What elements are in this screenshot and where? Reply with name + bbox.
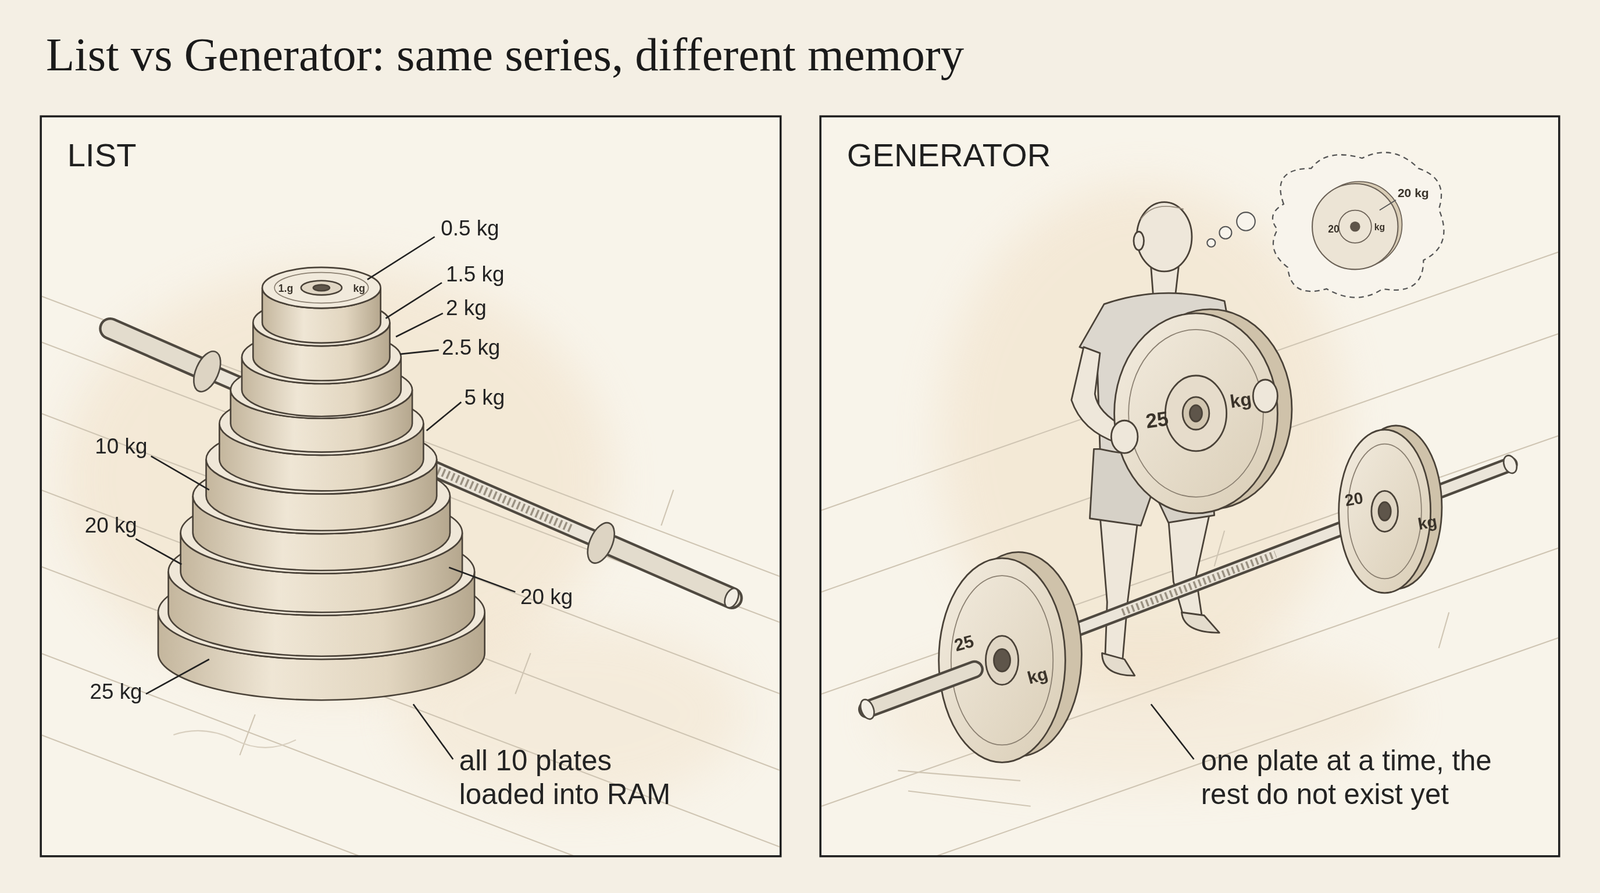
weight-callout: 2.5 kg xyxy=(441,335,500,361)
plate-marking: kg xyxy=(1416,512,1439,535)
weight-callout: 2 kg xyxy=(445,295,487,321)
plate-marking: 1.g xyxy=(278,282,294,295)
panel-box: LIST xyxy=(39,115,782,857)
plate-marking: 20 kg xyxy=(1397,185,1430,200)
diagram-title: List vs Generator: same series, differen… xyxy=(45,26,964,84)
weight-callout: 5 kg xyxy=(464,385,506,411)
annotation-note: all 10 plates loaded into RAM xyxy=(459,744,679,812)
weight-callout: 10 kg xyxy=(94,434,148,460)
weight-callout: 1.5 kg xyxy=(445,261,505,287)
plate-marking: 20 xyxy=(1327,223,1340,237)
plate-marking: 25 xyxy=(1144,406,1170,434)
plate-marking: kg xyxy=(1228,388,1253,414)
plate-marking: 20 xyxy=(1343,488,1366,512)
panel-heading: LIST xyxy=(67,135,137,175)
weight-callout: 20 kg xyxy=(84,512,138,538)
panel-heading: GENERATOR xyxy=(847,135,1052,175)
weight-callout: 0.5 kg xyxy=(440,215,499,241)
plate-marking: kg xyxy=(353,282,366,295)
weight-callout: 25 kg xyxy=(89,679,142,705)
plate-marking: kg xyxy=(1374,222,1385,234)
annotation-note: one plate at a time, the rest do not exi… xyxy=(1201,744,1528,812)
weight-callout: 20 kg xyxy=(520,584,573,610)
